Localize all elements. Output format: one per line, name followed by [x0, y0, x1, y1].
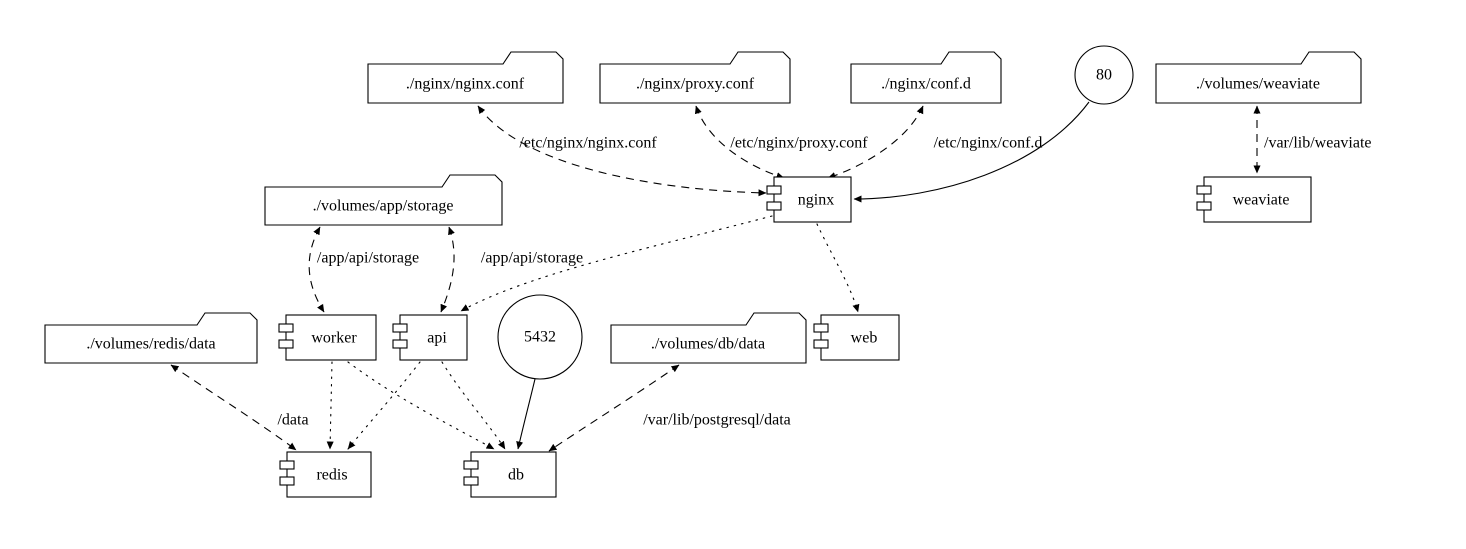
- folder-shape: [44, 312, 258, 364]
- component-tab: [392, 323, 408, 333]
- component-tab: [813, 323, 829, 333]
- folder-shape: [1155, 51, 1362, 104]
- mount-label-db-data: /var/lib/postgresql/data: [643, 412, 791, 429]
- volume-label: ./nginx/proxy.conf: [636, 76, 755, 93]
- mount-label-proxy-conf: /etc/nginx/proxy.conf: [730, 135, 868, 152]
- volume-label: ./nginx/conf.d: [881, 76, 971, 93]
- mount-label-worker-storage: /app/api/storage: [317, 250, 419, 267]
- volume-label: ./volumes/weaviate: [1196, 76, 1320, 93]
- service-node-nginx: nginx: [766, 176, 852, 223]
- edge-api-depends-redis: [347, 361, 421, 450]
- port-circle: [1074, 45, 1134, 105]
- component-shape: [820, 314, 900, 361]
- service-label: redis: [316, 467, 347, 484]
- edge-redis-to-redis-data: [170, 364, 297, 451]
- component-tab: [1196, 185, 1212, 195]
- edge-nginx-to-nginx-conf: [477, 105, 767, 197]
- nodes-layer: ./nginx/nginx.conf ./nginx/proxy.conf ./…: [44, 45, 1362, 498]
- service-label: nginx: [798, 192, 834, 209]
- volume-node-db-data: ./volumes/db/data: [610, 312, 807, 364]
- component-shape: [286, 451, 372, 498]
- service-label: api: [427, 330, 447, 347]
- edge-nginx-to-conf-d: [827, 105, 924, 179]
- port-node-5432: 5432: [497, 294, 583, 380]
- mount-label-redis-data: /data: [277, 412, 308, 429]
- mount-label-nginx-conf: /etc/nginx/nginx.conf: [519, 135, 657, 152]
- service-node-redis: redis: [279, 451, 372, 498]
- port-label: 5432: [524, 329, 556, 346]
- volume-label: ./nginx/nginx.conf: [406, 76, 525, 93]
- component-tab: [463, 460, 479, 470]
- volume-node-conf-d: ./nginx/conf.d: [850, 51, 1002, 104]
- mount-label-conf-d: /etc/nginx/conf.d: [934, 135, 1043, 152]
- service-label: web: [851, 330, 878, 347]
- service-label: weaviate: [1233, 192, 1290, 209]
- edge-worker-depends-redis: [326, 361, 334, 450]
- folder-shape: [610, 312, 807, 364]
- folder-shape: [264, 174, 503, 226]
- edge-worker-depends-db: [347, 361, 495, 450]
- edge-port5432-to-db: [516, 378, 536, 450]
- edge-nginx-to-proxy-conf: [694, 105, 785, 180]
- service-node-weaviate: weaviate: [1196, 176, 1312, 223]
- mount-label-api-storage: /app/api/storage: [481, 250, 583, 267]
- component-tab: [766, 185, 782, 195]
- component-tab: [392, 339, 408, 349]
- folder-shape: [850, 51, 1002, 104]
- service-label: db: [508, 467, 524, 484]
- component-tab: [766, 201, 782, 211]
- port-circle: [497, 294, 583, 380]
- component-shape: [399, 314, 468, 361]
- edge-labels-layer: /etc/nginx/nginx.conf /etc/nginx/proxy.c…: [277, 135, 1371, 429]
- volume-node-redis-data: ./volumes/redis/data: [44, 312, 258, 364]
- component-shape: [1203, 176, 1312, 223]
- volume-label: ./volumes/app/storage: [313, 198, 454, 215]
- edge-nginx-depends-api: [460, 215, 773, 312]
- service-node-web: web: [813, 314, 900, 361]
- volume-node-nginx-conf: ./nginx/nginx.conf: [367, 51, 564, 104]
- volume-node-weaviate: ./volumes/weaviate: [1155, 51, 1362, 104]
- volume-node-proxy-conf: ./nginx/proxy.conf: [599, 51, 791, 104]
- edge-api-depends-db: [441, 361, 506, 450]
- edge-port80-to-nginx: [853, 101, 1090, 203]
- component-tab: [278, 323, 294, 333]
- port-label: 80: [1096, 67, 1112, 84]
- folder-shape: [599, 51, 791, 104]
- mount-label-weaviate: /var/lib/weaviate: [1264, 135, 1372, 152]
- service-node-worker: worker: [278, 314, 377, 361]
- service-node-api: api: [392, 314, 468, 361]
- edges-layer: [170, 101, 1261, 452]
- service-label: worker: [311, 330, 357, 347]
- volume-label: ./volumes/redis/data: [86, 336, 215, 353]
- component-shape: [773, 176, 852, 223]
- component-shape: [285, 314, 377, 361]
- edge-db-to-db-data: [548, 364, 680, 452]
- edge-worker-to-app-storage: [308, 226, 325, 313]
- folder-shape: [367, 51, 564, 104]
- port-node-80: 80: [1074, 45, 1134, 105]
- component-tab: [463, 476, 479, 486]
- edge-nginx-depends-web: [816, 223, 860, 313]
- component-tab: [278, 339, 294, 349]
- edge-api-to-app-storage: [440, 226, 455, 313]
- volume-node-app-storage: ./volumes/app/storage: [264, 174, 503, 226]
- component-tab: [279, 476, 295, 486]
- component-tab: [279, 460, 295, 470]
- service-node-db: db: [463, 451, 557, 498]
- component-tab: [1196, 201, 1212, 211]
- volume-label: ./volumes/db/data: [651, 336, 765, 353]
- component-shape: [470, 451, 557, 498]
- component-tab: [813, 339, 829, 349]
